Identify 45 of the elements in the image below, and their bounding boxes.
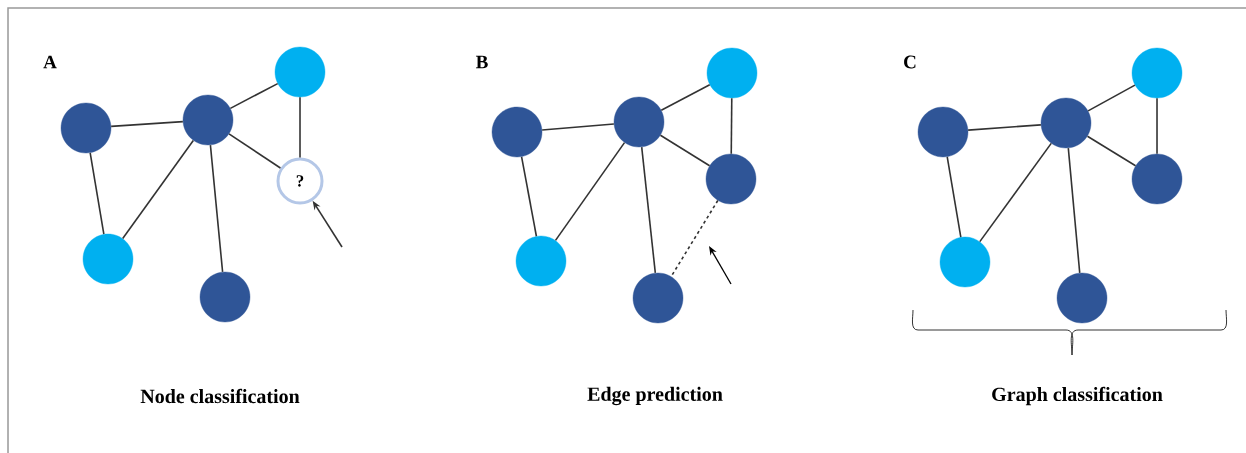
edge-line [640, 146, 657, 274]
edge-line [110, 120, 184, 128]
dashed-edge [670, 199, 719, 278]
panel-letter: B [476, 55, 488, 69]
node-circle [60, 102, 112, 154]
panel-letter: A [43, 55, 57, 69]
node-circle [1040, 97, 1092, 149]
node-circle [515, 235, 567, 287]
node-circle [199, 271, 251, 323]
node-circle [274, 46, 326, 98]
node-circle [1131, 153, 1183, 205]
node-circle [632, 272, 684, 324]
edge-line [1067, 147, 1081, 274]
node-circle [939, 236, 991, 288]
edge-line [229, 82, 279, 110]
panel-caption: Node classification [140, 388, 300, 404]
edge-line [121, 139, 195, 240]
node-circle [1131, 47, 1183, 99]
edge-line [730, 97, 733, 155]
node-circle [1056, 272, 1108, 324]
edge-line [520, 156, 538, 238]
edge-line [967, 124, 1042, 131]
edge-line [1156, 97, 1158, 155]
edge-line [89, 152, 105, 235]
node-circle [613, 96, 665, 148]
edge-line [1087, 84, 1136, 112]
edge-line [209, 144, 224, 273]
edge-line [541, 123, 615, 131]
node-circle [491, 106, 543, 158]
edge-line [946, 156, 962, 238]
panel-caption: Graph classification [992, 386, 1163, 406]
edge-line [659, 134, 711, 167]
node-circle [706, 47, 758, 99]
node-circle [82, 233, 134, 285]
edge-line [299, 96, 301, 159]
node-circle [917, 106, 969, 158]
edge-line [228, 133, 282, 169]
edge-line [1086, 135, 1137, 167]
edge-line [660, 83, 711, 112]
panel-letter: C [904, 55, 916, 69]
node-circle [705, 153, 757, 205]
node-circle [182, 94, 234, 146]
panel-caption: Edge prediction [587, 386, 723, 406]
edge-line [979, 142, 1052, 243]
edge-line [554, 141, 626, 242]
